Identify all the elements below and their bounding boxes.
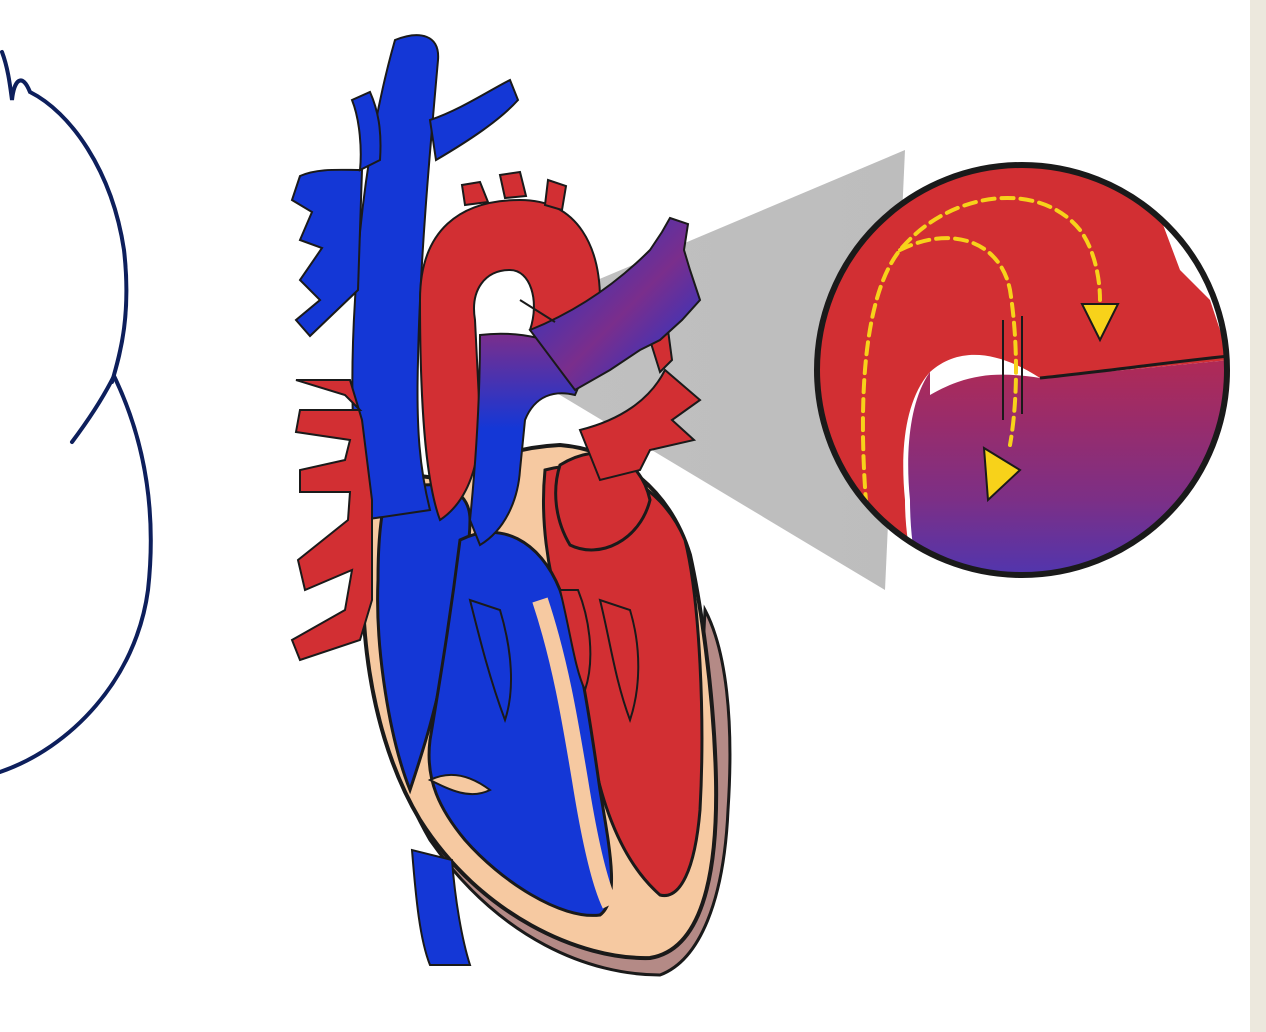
hand-drawn-curves (0, 52, 151, 772)
zoom-pulmonary-artery (908, 359, 1240, 640)
vena-cava-branch-right (430, 80, 518, 160)
annotation-curve-lower (0, 376, 151, 772)
pulmonary-veins-left (292, 380, 372, 660)
annotation-curve-upper (2, 52, 126, 382)
vena-cava-branch-left (292, 170, 362, 336)
zoom-gap-top (1035, 80, 1060, 108)
vena-cava-branch-upper (352, 92, 381, 170)
